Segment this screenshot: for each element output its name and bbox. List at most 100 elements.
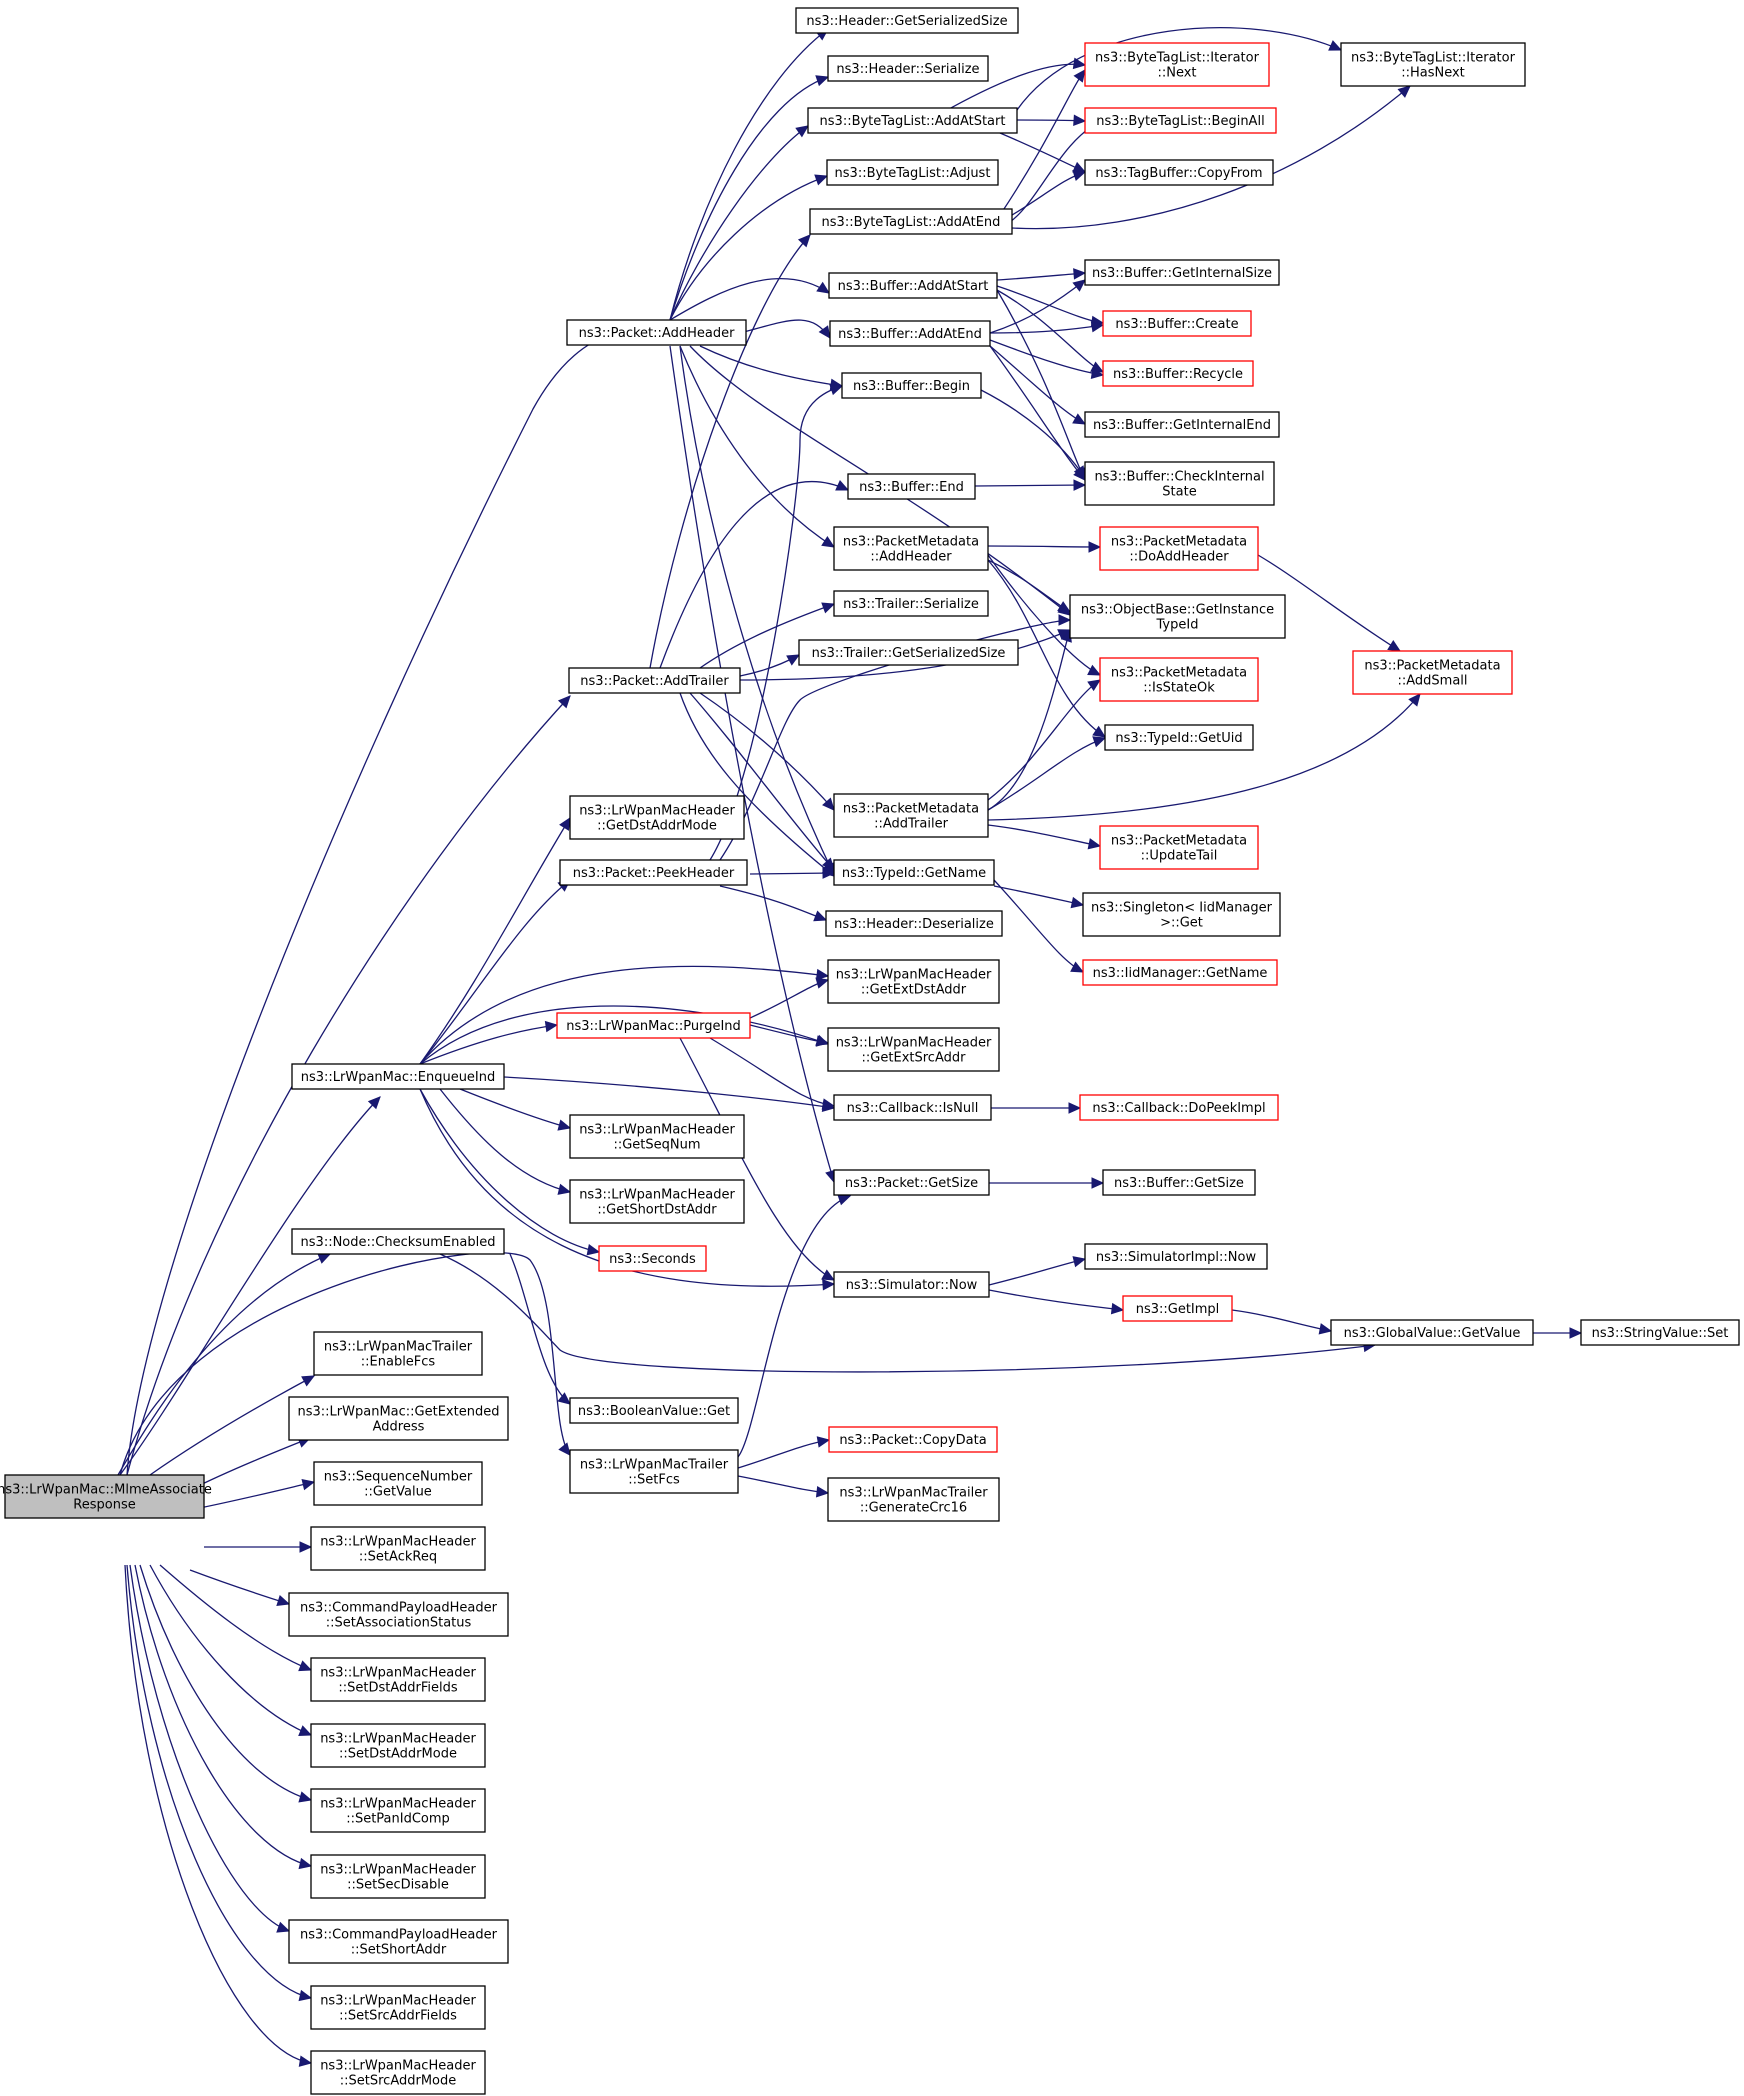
node-cb-dopeek[interactable]: ns3::Callback::DoPeekImpl [1079, 1094, 1279, 1121]
node-buf-create[interactable]: ns3::Buffer::Create [1102, 310, 1252, 337]
node-h-setsrcmode[interactable]: ns3::LrWpanMacHeader::SetSrcAddrMode [310, 2050, 486, 2095]
node-h-getseqnum[interactable]: ns3::LrWpanMacHeader::GetSeqNum [569, 1114, 745, 1159]
node-label: ns3::CommandPayloadHeader [300, 1928, 498, 1943]
node-h-setdstmode[interactable]: ns3::LrWpanMacHeader::SetDstAddrMode [310, 1723, 486, 1768]
arrowhead-icon [298, 2055, 313, 2067]
node-pm-isstateok[interactable]: ns3::PacketMetadata::IsStateOk [1099, 657, 1259, 702]
node-cp-shortaddr[interactable]: ns3::CommandPayloadHeader::SetShortAddr [288, 1919, 509, 1964]
node-box [827, 55, 989, 82]
node-btli-next[interactable]: ns3::ByteTagList::Iterator::Next [1084, 42, 1270, 87]
node-singleton-get[interactable]: ns3::Singleton< IidManager>::Get [1082, 892, 1281, 937]
node-buf-begin[interactable]: ns3::Buffer::Begin [841, 372, 982, 399]
node-h-getdstmode[interactable]: ns3::LrWpanMacHeader::GetDstAddrMode [569, 795, 745, 840]
node-seq-getvalue[interactable]: ns3::SequenceNumber::GetValue [313, 1461, 483, 1506]
node-p-getsize[interactable]: ns3::Packet::GetSize [833, 1169, 990, 1196]
node-n-checksum[interactable]: ns3::Node::ChecksumEnabled [291, 1228, 505, 1255]
node-iid-getname[interactable]: ns3::IidManager::GetName [1082, 959, 1278, 986]
node-btl-addend[interactable]: ns3::ByteTagList::AddAtEnd [809, 208, 1013, 235]
arrowhead-icon [557, 1183, 572, 1195]
node-p-peekheader[interactable]: ns3::Packet::PeekHeader [559, 859, 748, 886]
node-t-enablefcs[interactable]: ns3::LrWpanMacTrailer::EnableFcs [313, 1331, 483, 1376]
node-pm-addsmall[interactable]: ns3::PacketMetadata::AddSmall [1352, 650, 1513, 695]
node-t-gencrc[interactable]: ns3::LrWpanMacTrailer::GenerateCrc16 [827, 1477, 1000, 1522]
node-buf-getsize[interactable]: ns3::Buffer::GetSize [1102, 1169, 1256, 1196]
node-p-addtrailer[interactable]: ns3::Packet::AddTrailer [568, 667, 741, 694]
node-hdr-ser[interactable]: ns3::Header::Serialize [827, 55, 989, 82]
node-h-getextdst[interactable]: ns3::LrWpanMacHeader::GetExtDstAddr [827, 959, 1000, 1004]
node-h-setackreq[interactable]: ns3::LrWpanMacHeader::SetAckReq [310, 1526, 486, 1571]
call-edge-line [749, 1024, 829, 1044]
call-edge [419, 816, 571, 1065]
node-box [833, 859, 995, 886]
node-gv-getvalue[interactable]: ns3::GlobalValue::GetValue [1330, 1319, 1534, 1346]
node-btl-adjust[interactable]: ns3::ByteTagList::Adjust [826, 159, 999, 186]
node-cb-isnull[interactable]: ns3::Callback::IsNull [833, 1094, 992, 1121]
node-box [559, 859, 748, 886]
call-edge-line [124, 1564, 312, 2064]
node-buf-addend[interactable]: ns3::Buffer::AddAtEnd [829, 320, 991, 347]
node-pm-addheader[interactable]: ns3::PacketMetadata::AddHeader [833, 526, 989, 571]
node-pm-doaddheader[interactable]: ns3::PacketMetadata::DoAddHeader [1099, 526, 1259, 571]
node-p-copydata[interactable]: ns3::Packet::CopyData [828, 1426, 998, 1453]
arrowhead-icon [1088, 541, 1102, 553]
node-tr-ser[interactable]: ns3::Trailer::Serialize [833, 590, 989, 617]
node-hdr-getser[interactable]: ns3::Header::GetSerializedSize [795, 7, 1019, 34]
arrowhead-icon [317, 1253, 332, 1264]
node-h-setpanid[interactable]: ns3::LrWpanMacHeader::SetPanIdComp [310, 1788, 486, 1833]
node-m-purgeind[interactable]: ns3::LrWpanMac::PurgeInd [556, 1012, 751, 1039]
node-label: ns3::LrWpanMacHeader [836, 1036, 992, 1051]
node-buf-getintsize[interactable]: ns3::Buffer::GetInternalSize [1084, 259, 1280, 286]
node-sv-set[interactable]: ns3::StringValue::Set [1580, 1319, 1740, 1346]
node-box [569, 1397, 739, 1424]
node-h-setdstfields[interactable]: ns3::LrWpanMacHeader::SetDstAddrFields [310, 1657, 486, 1702]
node-tr-getser[interactable]: ns3::Trailer::GetSerializedSize [798, 639, 1019, 666]
call-edge-line [939, 63, 1086, 115]
node-bool-get[interactable]: ns3::BooleanValue::Get [569, 1397, 739, 1424]
node-p-addheader[interactable]: ns3::Packet::AddHeader [566, 319, 747, 346]
node-typeid-getname[interactable]: ns3::TypeId::GetName [833, 859, 995, 886]
node-btl-beginall[interactable]: ns3::ByteTagList::BeginAll [1084, 107, 1277, 134]
node-pm-addtrailer[interactable]: ns3::PacketMetadata::AddTrailer [833, 793, 989, 838]
call-edge [719, 885, 828, 922]
node-box [809, 208, 1013, 235]
arrowhead-icon [1318, 1323, 1333, 1335]
call-edge [134, 1564, 313, 1870]
call-edge-line [987, 693, 1421, 821]
node-typeid-getuid[interactable]: ns3::TypeId::GetUid [1104, 724, 1254, 751]
node-t-setfcs[interactable]: ns3::LrWpanMacTrailer::SetFcs [569, 1449, 739, 1494]
node-label: ns3::LrWpanMacTrailer [580, 1458, 729, 1473]
node-sim-now[interactable]: ns3::Simulator::Now [833, 1271, 990, 1298]
node-hdr-deser[interactable]: ns3::Header::Deserialize [825, 910, 1003, 937]
node-buf-addstart[interactable]: ns3::Buffer::AddAtStart [828, 272, 998, 299]
node-buf-end[interactable]: ns3::Buffer::End [847, 473, 976, 500]
node-label: ns3::PacketMetadata [1111, 535, 1247, 550]
node-box [825, 910, 1003, 937]
node-cp-assoc[interactable]: ns3::CommandPayloadHeader::SetAssociatio… [288, 1592, 509, 1637]
node-buf-recycle[interactable]: ns3::Buffer::Recycle [1102, 360, 1254, 387]
node-h-setsrcfields[interactable]: ns3::LrWpanMacHeader::SetSrcAddrFields [310, 1985, 486, 2030]
node-tagbuf-copy[interactable]: ns3::TagBuffer::CopyFrom [1084, 159, 1274, 186]
node-h-getextsrc[interactable]: ns3::LrWpanMacHeader::GetExtSrcAddr [827, 1027, 1000, 1072]
arrowhead-icon [298, 1660, 313, 1672]
node-buf-getintend[interactable]: ns3::Buffer::GetInternalEnd [1084, 411, 1280, 438]
call-edge-line [419, 879, 571, 1065]
node-label: ns3::LrWpanMac::MlmeAssociate [0, 1483, 212, 1498]
node-h-setsecdis[interactable]: ns3::LrWpanMacHeader::SetSecDisable [310, 1854, 486, 1899]
call-edge [503, 1076, 836, 1113]
call-edge [669, 345, 837, 1184]
call-edge-line [699, 603, 835, 669]
node-btl-addstart[interactable]: ns3::ByteTagList::AddAtStart [807, 107, 1018, 134]
node-h-getshortdst[interactable]: ns3::LrWpanMacHeader::GetShortDstAddr [569, 1179, 745, 1224]
call-edge [987, 541, 1102, 553]
node-m-enqueue[interactable]: ns3::LrWpanMac::EnqueueInd [291, 1063, 505, 1090]
call-edge-line [719, 619, 1071, 861]
node-label: ::GetValue [364, 1485, 432, 1500]
node-btli-hasnext[interactable]: ns3::ByteTagList::Iterator::HasNext [1340, 42, 1526, 87]
node-seconds[interactable]: ns3::Seconds [598, 1245, 707, 1272]
node-simimpl-now[interactable]: ns3::SimulatorImpl::Now [1084, 1243, 1268, 1270]
node-pm-updatetail[interactable]: ns3::PacketMetadata::UpdateTail [1099, 825, 1259, 870]
node-getimpl[interactable]: ns3::GetImpl [1122, 1295, 1233, 1322]
